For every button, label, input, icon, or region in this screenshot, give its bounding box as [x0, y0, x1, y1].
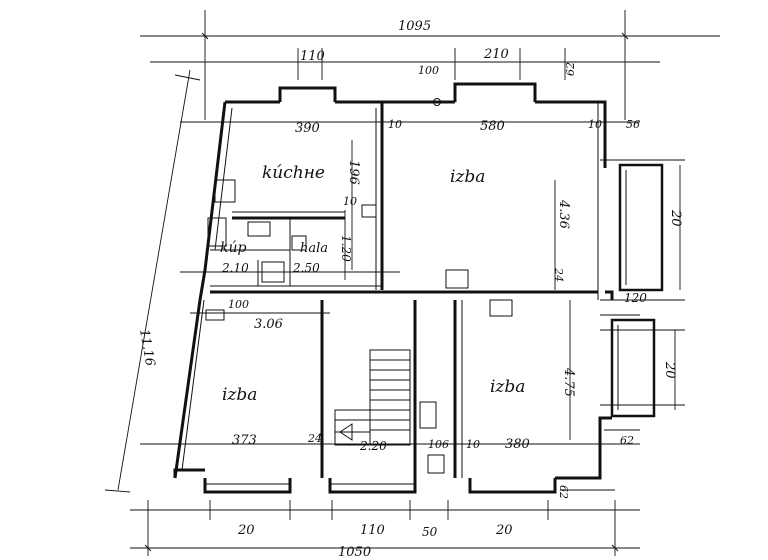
dim-wall-10d: 10 [343, 195, 357, 208]
dim-kitchen-width: 390 [295, 121, 320, 136]
dim-top-1: 110 [300, 49, 325, 64]
dim-room-right-depth: 4.75 [561, 367, 576, 397]
dim-right-56: 56 [626, 118, 640, 131]
dim-bay-120: 120 [624, 291, 647, 305]
dim-top-2: 100 [418, 64, 439, 77]
dim-bot-1: 20 [237, 523, 255, 538]
window-recesses [278, 82, 537, 102]
dim-room-tr-depth: 4.36 [556, 199, 571, 229]
dim-wall-24a: 24 [552, 267, 565, 282]
dim-bot-3: 50 [422, 525, 438, 539]
interior-walls [210, 102, 598, 478]
room-label-kitchen: kúchне [262, 163, 325, 183]
dim-bay-20a: 20 [668, 209, 683, 227]
dim-bay-20b: 20 [662, 361, 677, 379]
dim-room-left-depth: 3.06 [254, 317, 283, 332]
room-label-right: izba [490, 377, 525, 397]
dim-hall-w: 2.50 [292, 261, 320, 275]
dim-wall-10a: 10 [388, 118, 402, 131]
room-label-top-right: izba [450, 167, 485, 187]
room-label-bath: kúp [220, 240, 247, 256]
staircase [334, 349, 411, 446]
dim-bath-w: 2.10 [221, 261, 249, 275]
dim-room-left-width: 373 [232, 433, 257, 448]
dim-room-tr-width: 580 [480, 119, 505, 134]
dim-hall-depth: 1.20 [339, 235, 353, 262]
dim-bot-4: 20 [495, 523, 513, 538]
dim-wall-10c: 10 [588, 118, 602, 131]
room-label-hall: hala [300, 241, 328, 256]
dim-top-3: 210 [483, 47, 509, 62]
dim-wall-24b: 24 [307, 432, 322, 445]
dim-top-total: 1095 [398, 19, 431, 34]
dim-bottom-total: 1050 [338, 545, 371, 560]
dim-small-106: 106 [428, 438, 449, 451]
dim-room-right-width: 380 [505, 437, 530, 452]
dim-top-4: 62 [564, 62, 577, 76]
dim-kitchen-depth: 196 [346, 160, 361, 185]
dim-right-62b: 62 [557, 485, 570, 499]
fixtures [205, 179, 513, 474]
dim-bot-2: 110 [360, 523, 385, 538]
dim-left-side: 11.16 [136, 328, 157, 367]
room-label-left: izba [222, 385, 257, 405]
bay-windows [610, 163, 664, 418]
dim-stair-w: 2.20 [359, 439, 387, 453]
dim-small-100: 100 [228, 298, 249, 311]
dim-right-62a: 62 [620, 434, 634, 447]
dimension-lines [104, 10, 720, 556]
dim-wall-10e: 10 [466, 438, 480, 451]
